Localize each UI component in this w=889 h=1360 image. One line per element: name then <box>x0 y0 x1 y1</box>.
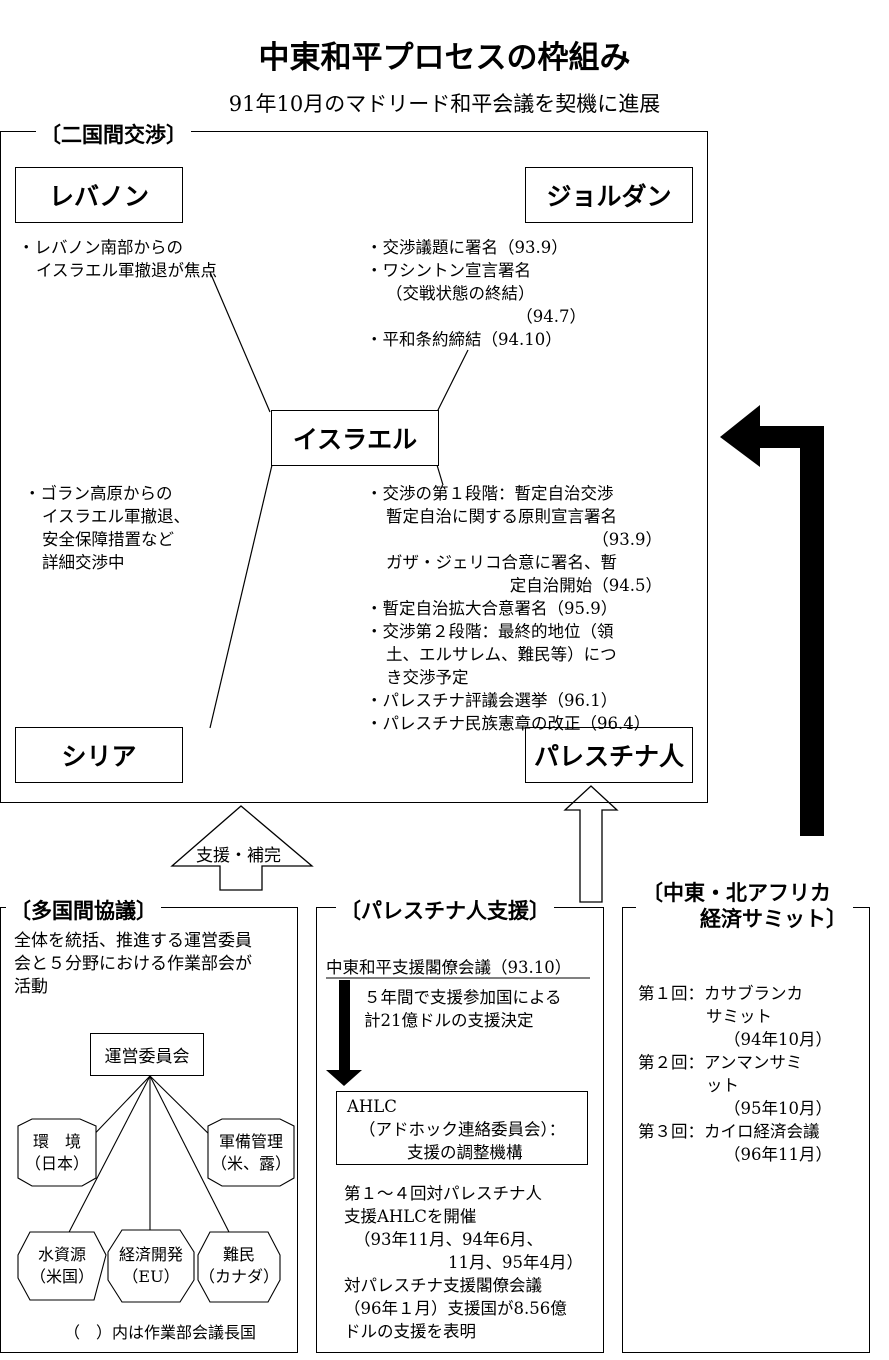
summit-item-3: 第３回：カイロ経済会議 （96年11月） <box>638 1122 832 1164</box>
group-refugees: 難民（カナダ） <box>198 1245 279 1286</box>
lebanon-notes: ・レバノン南部からの イスラエル軍撤退が焦点 <box>18 238 218 280</box>
connector-palestinians <box>436 464 444 486</box>
multilateral-footnote: （ ）内は作業部会議長国 <box>64 1323 257 1342</box>
connector-syria <box>209 464 273 729</box>
summit-arrow <box>720 405 824 836</box>
bilateral-label: 〔二国間交渉〕 <box>36 119 191 149</box>
support-arrow-label: 支援・補完 <box>196 846 281 866</box>
page-subtitle: 91年10月のマドリード和平会議を契機に進展 <box>228 92 661 116</box>
group-economic: 経済開発（EU） <box>118 1245 183 1286</box>
group-arms-control: 軍備管理（米、露） <box>210 1132 291 1173</box>
multilateral-description: 全体を統括、推進する運営委員 会と５分野における作業部会が 活動 <box>14 931 252 997</box>
node-israel: イスラエル <box>271 410 439 466</box>
page-title: 中東和平プロセスの枠組み <box>258 40 631 76</box>
hexagon-refugees <box>197 1231 281 1303</box>
palestine-notes: ・交渉の第１段階：暫定自治交渉 暫定自治に関する原則宣言署名 （93.9） ガザ… <box>366 484 662 733</box>
support-decision: ５年間で支援参加国による 計21億ドルの支援決定 <box>364 988 562 1030</box>
palestine-support-label: 〔パレスチナ人支援〕 <box>336 895 554 925</box>
summit-label: 〔中東・北アフリカ 経済サミット〕 <box>636 880 853 932</box>
palestine-support-notes: 第１～４回対パレスチナ人 支援AHLCを開催 （93年11月、94年6月、 11… <box>344 1184 583 1341</box>
summit-item-1: 第１回：カサブランカ サミット （94年10月） <box>638 984 832 1049</box>
steering-committee: 運営委員会 <box>90 1033 204 1076</box>
hexagon-environment <box>17 1118 97 1187</box>
summit-list: 第１回：カサブランカ サミット （94年10月） 第２回：アンマンサミ ット （… <box>638 982 832 1166</box>
hexagon-water <box>17 1231 107 1301</box>
node-jordan: ジョルダン <box>525 167 693 223</box>
bilateral-frame <box>0 131 708 803</box>
syria-notes: ・ゴラン高原からの イスラエル軍撤退、 安全保障措置など 詳細交渉中 <box>24 484 191 572</box>
decision-down-arrow <box>326 980 362 1086</box>
hexagon-economic <box>107 1229 195 1303</box>
group-environment: 環 境（日本） <box>24 1132 89 1173</box>
ahlc-box: AHLC （アドホック連絡委員会）： 支援の調整機構 <box>336 1091 588 1165</box>
support-arrow <box>170 805 314 891</box>
palestine-support-arrow <box>563 785 619 903</box>
connector-lebanon <box>209 271 271 413</box>
summit-item-2: 第２回：アンマンサミ ット （95年10月） <box>638 1053 832 1118</box>
node-palestinians: パレスチナ人 <box>525 727 693 783</box>
hexagon-arms-control <box>207 1118 295 1187</box>
group-water: 水資源（米国） <box>29 1245 94 1286</box>
node-syria: シリア <box>15 727 183 783</box>
connector-jordan <box>436 349 469 413</box>
conference-title: 中東和平支援閣僚会議（93.10） <box>326 958 572 977</box>
node-lebanon: レバノン <box>15 167 183 223</box>
multilateral-label: 〔多国間協議〕 <box>6 895 161 925</box>
jordan-notes: ・交渉議題に署名（93.9） ・ワシントン宣言署名 （交戦状態の終結） （94.… <box>366 238 586 349</box>
